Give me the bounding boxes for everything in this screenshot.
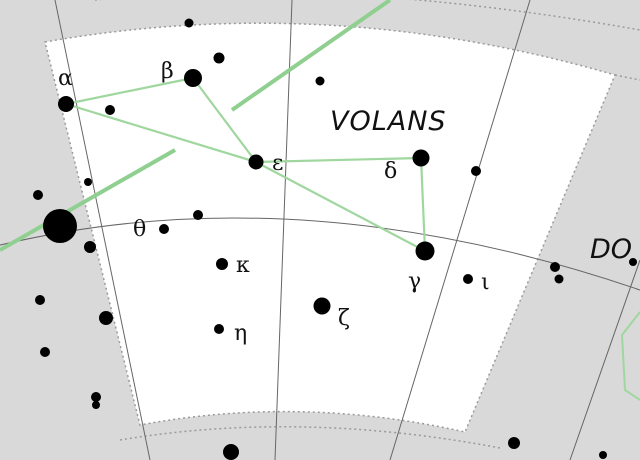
- stick-line-epsilon-delta: [255, 156, 422, 164]
- neighbor-constellation-name: DO: [590, 234, 632, 265]
- stick-line-epsilon-gamma: [255, 161, 426, 252]
- star-theta: [159, 224, 169, 234]
- star-kappa: [216, 258, 228, 270]
- field-star: [40, 347, 50, 357]
- star-label-epsilon: ε: [272, 151, 283, 176]
- meridian-3: [389, 0, 531, 460]
- field-stars: [33, 18, 637, 460]
- neighbor-boundary-top: [95, 0, 640, 31]
- field-star: [33, 190, 43, 200]
- meridian-1: [54, 0, 151, 460]
- neighbor-boundary-right: [614, 74, 640, 81]
- ecliptic-lines: [0, 0, 392, 252]
- field-star: [99, 311, 113, 325]
- stick-line-delta-gamma: [419, 157, 427, 252]
- meridian-4: [569, 259, 640, 460]
- stick-line-beta-epsilon: [192, 77, 257, 163]
- stick-figure: [65, 76, 427, 252]
- star-epsilon: [248, 154, 264, 170]
- star-label-beta: β: [161, 59, 174, 84]
- field-star: [629, 258, 637, 266]
- star-zeta: [313, 297, 331, 315]
- ecliptic-segment-1: [230, 0, 392, 112]
- field-star: [84, 178, 92, 186]
- field-star: [315, 76, 325, 86]
- neighbor-stick-figure: [620, 311, 640, 401]
- field-star: [92, 401, 100, 409]
- star-label-kappa: κ: [236, 253, 250, 278]
- field-star: [554, 274, 564, 284]
- star-label-theta: θ: [133, 217, 146, 242]
- meridian-2: [274, 0, 293, 460]
- field-star: [599, 451, 607, 459]
- star-gamma: [415, 241, 435, 261]
- constellation-region: [44, 22, 617, 433]
- star-label-iota: ι: [481, 270, 490, 295]
- named-stars: α β γ δ ε ζ η θ ι κ: [58, 59, 490, 346]
- star-label-delta: δ: [384, 159, 397, 184]
- ecliptic-segment-2: [0, 148, 176, 252]
- star-label-alpha: α: [58, 66, 73, 91]
- bright-field-star: [43, 209, 77, 243]
- star-label-gamma: γ: [408, 269, 421, 294]
- neighbor-boundary-bottom: [119, 426, 501, 449]
- field-star: [508, 437, 520, 449]
- star-eta: [214, 324, 224, 334]
- star-label-eta: η: [234, 321, 247, 346]
- field-star: [184, 18, 194, 28]
- star-alpha: [58, 96, 74, 112]
- field-star: [213, 52, 225, 64]
- star-label-zeta: ζ: [338, 306, 350, 331]
- stick-line-alpha-epsilon: [65, 102, 257, 164]
- constellation-name: VOLANS: [330, 106, 447, 137]
- field-star: [223, 444, 239, 460]
- field-star: [35, 295, 45, 305]
- stick-line-alpha-beta: [65, 76, 194, 106]
- field-star: [471, 166, 481, 176]
- field-star: [193, 210, 203, 220]
- star-iota: [463, 274, 473, 284]
- star-beta: [184, 69, 202, 87]
- field-star: [105, 105, 115, 115]
- field-star: [91, 392, 101, 402]
- field-star: [84, 241, 96, 253]
- star-delta: [412, 149, 430, 167]
- field-star: [550, 262, 560, 272]
